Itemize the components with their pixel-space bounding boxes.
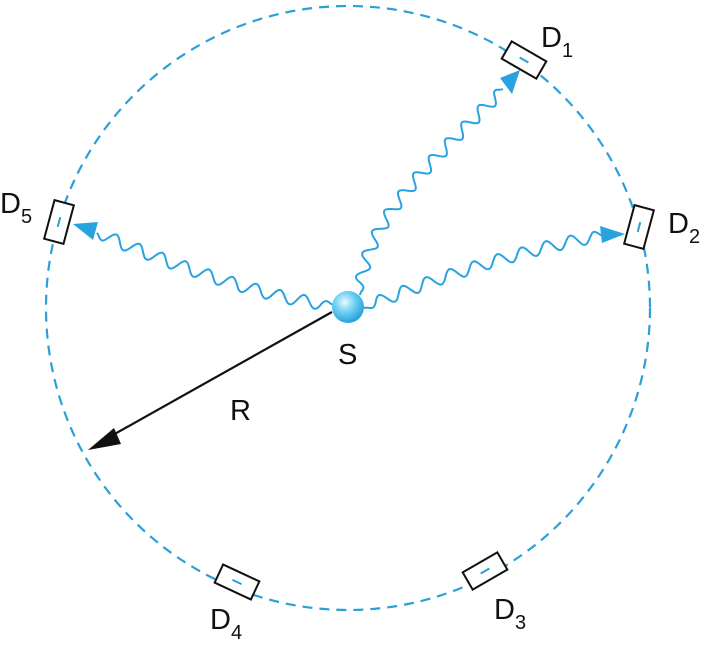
source-sphere [332,291,364,323]
source-label: S [338,339,357,371]
detector-d5 [42,198,76,246]
detector-d4 [213,563,261,601]
detector-d1 [500,39,548,81]
arrowhead-d5 [73,222,98,240]
label-d5: D5 [0,188,32,228]
label-d3: D3 [494,594,526,634]
detector-d2 [622,203,656,251]
arrowhead-d1 [500,70,520,94]
wave-to-d5 [96,232,335,310]
radius-arrowhead [88,428,121,450]
wave-to-d1 [355,88,504,296]
label-d1: D1 [541,22,573,62]
label-d2: D2 [668,208,700,248]
radius-arrow-line [103,311,333,441]
detector-circle [44,4,652,612]
arrowhead-d2 [600,226,625,243]
detector-d3 [461,550,509,592]
label-d4: D4 [210,604,242,644]
radius-label: R [230,395,251,427]
wave-to-d2 [363,230,603,309]
